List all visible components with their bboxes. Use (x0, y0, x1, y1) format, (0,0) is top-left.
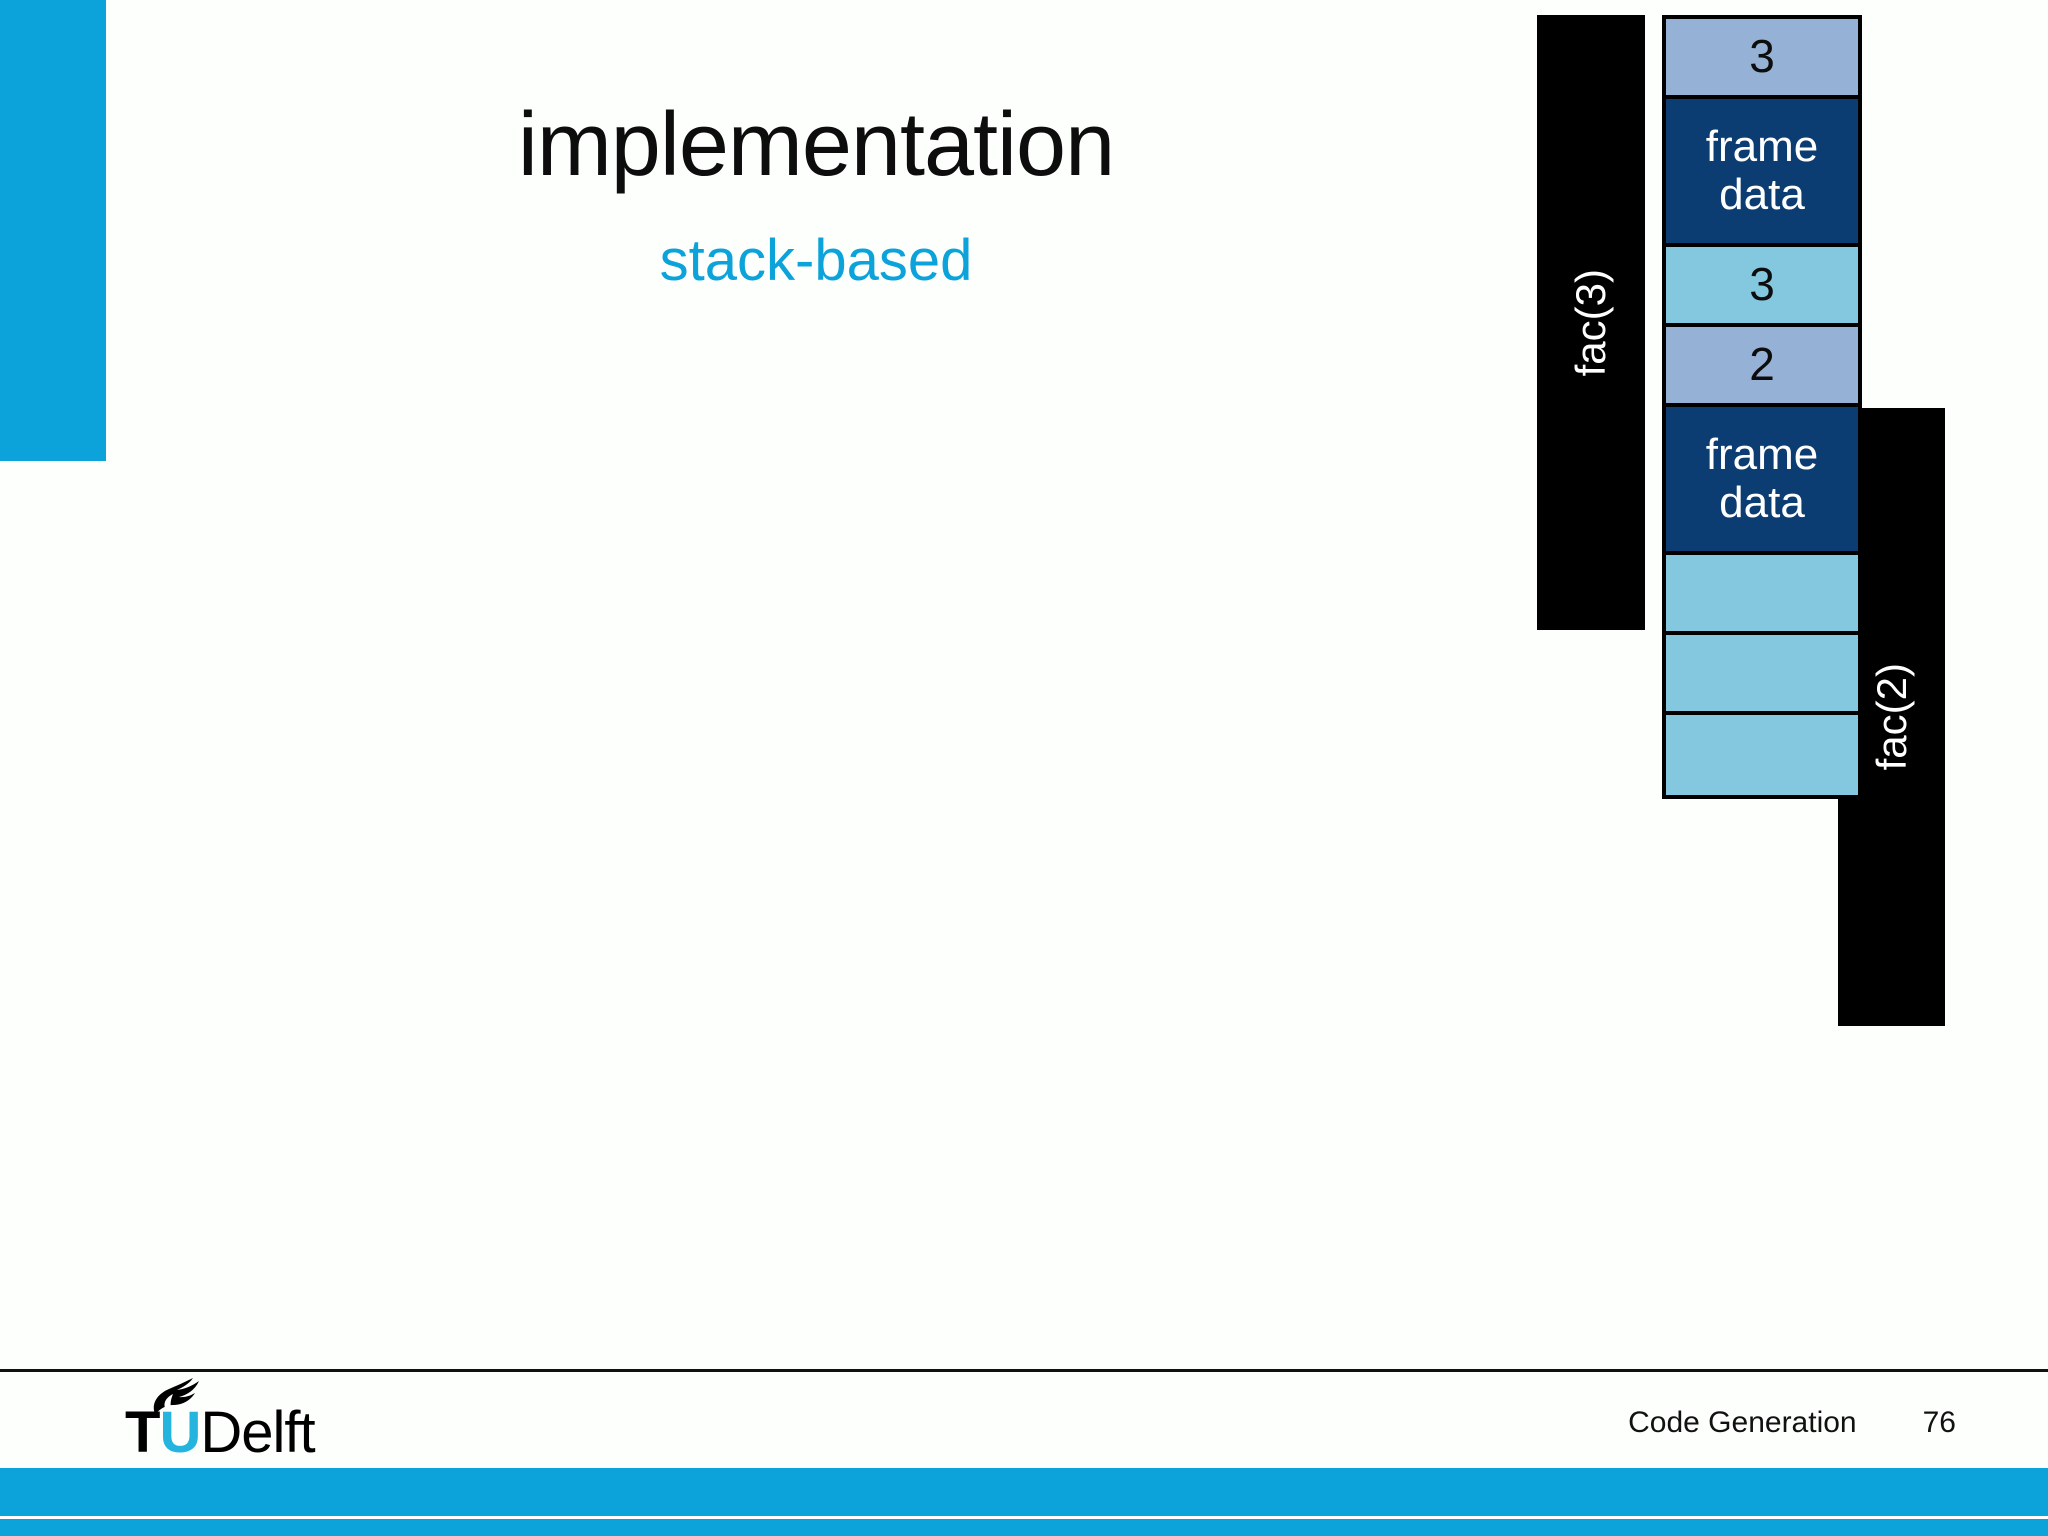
title-area: implementation stack-based (106, 0, 1526, 460)
stack-cell-ret: 3 (1666, 247, 1858, 327)
logo-word-delft: Delft (200, 1400, 315, 1465)
tudelft-logo: TUDelft (125, 1378, 385, 1466)
page-title: implementation (517, 95, 1115, 195)
call-bar-fac3: fac(3) (1537, 15, 1645, 630)
bottom-accent-stripe (0, 1516, 2048, 1519)
call-bar-label: fac(2) (1867, 663, 1915, 771)
tudelft-wordmark: TUDelft (125, 1404, 316, 1462)
bottom-accent-bar (0, 1468, 2048, 1536)
footer-meta: Code Generation 76 (1628, 1406, 1956, 1440)
stack-cell-arg: 2 (1666, 327, 1858, 407)
page-subtitle: stack-based (659, 228, 973, 293)
stack-cell-empty (1666, 555, 1858, 635)
accent-block (0, 0, 106, 461)
stack-cell-arg: 3 (1666, 19, 1858, 99)
footer-divider (0, 1369, 2048, 1372)
logo-letter-u: U (159, 1400, 201, 1465)
stack-cell-empty (1666, 715, 1858, 795)
course-name: Code Generation (1628, 1406, 1857, 1439)
page-number: 76 (1922, 1406, 1956, 1439)
flame-icon (153, 1378, 199, 1414)
call-bar-label: fac(3) (1567, 268, 1614, 377)
footer: TUDelft Code Generation 76 (0, 1372, 2048, 1468)
stack-cell-empty (1666, 635, 1858, 715)
logo-letter-t: T (125, 1400, 160, 1465)
